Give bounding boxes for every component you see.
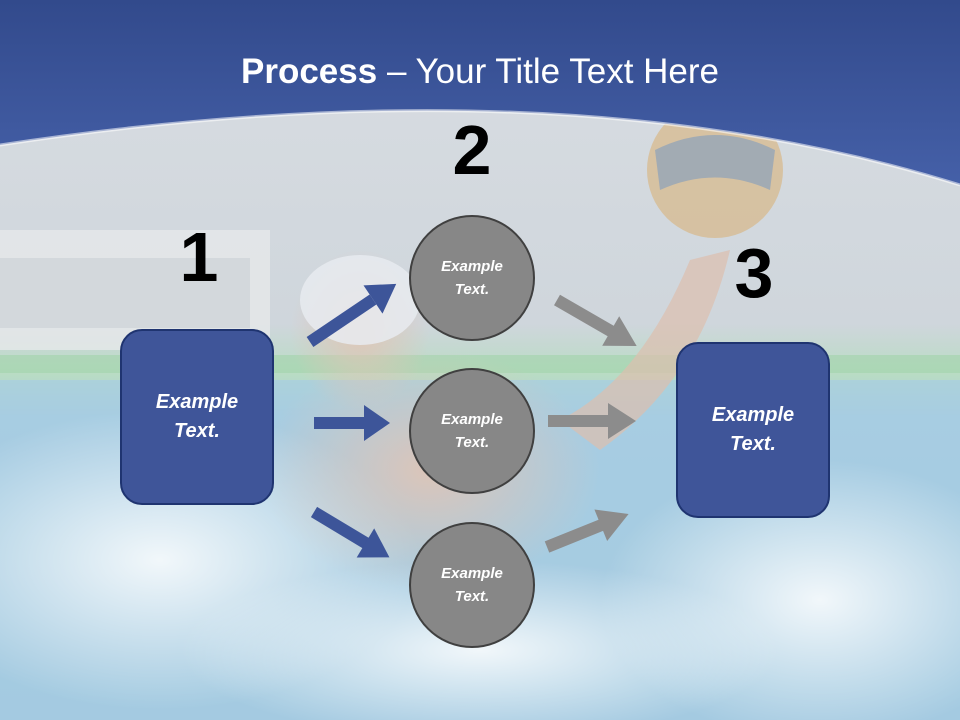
arrow-to-circle-1: [306, 283, 397, 347]
step-2-circle-3: Example Text.: [409, 522, 535, 648]
step-1-text: Example Text.: [155, 391, 239, 442]
gray-arrows: [544, 294, 637, 553]
circle-3-text: Example Text.: [441, 565, 503, 605]
arrow-to-circle-2: [314, 405, 390, 441]
step-2-number: 2: [452, 111, 492, 189]
circle-1-text: Example Text.: [441, 258, 503, 298]
blue-arrows: [306, 283, 397, 558]
arrow-from-circle-3: [544, 509, 629, 553]
step-3-text: Example Text.: [711, 404, 795, 455]
arrow-from-circle-2: [548, 403, 636, 439]
arrow-to-circle-3: [310, 506, 390, 558]
circle-2-text: Example Text.: [441, 411, 503, 451]
title-bold: Process: [241, 52, 378, 91]
step-2-circle-1: Example Text.: [409, 215, 535, 341]
step-1-box: Example Text.: [120, 329, 274, 505]
step-2-circle-2: Example Text.: [409, 368, 535, 494]
step-1-number: 1: [179, 218, 219, 296]
step-3-number: 3: [734, 234, 774, 312]
slide-title: Process – Your Title Text Here: [0, 52, 960, 92]
arrow-from-circle-1: [554, 294, 637, 346]
step-3-box: Example Text.: [676, 342, 830, 518]
title-rest: – Your Title Text Here: [377, 52, 719, 91]
